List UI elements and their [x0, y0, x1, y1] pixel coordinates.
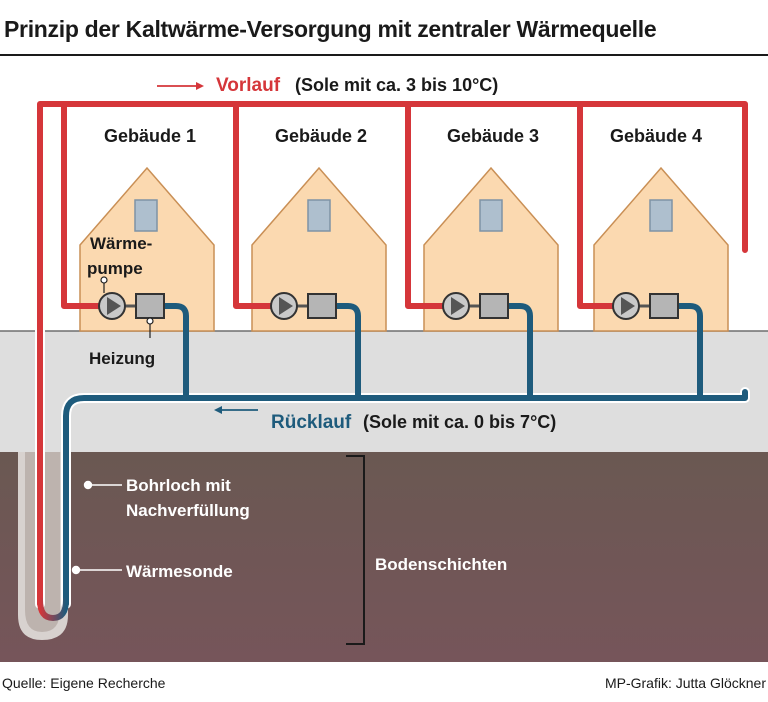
heating-leader: [146, 317, 154, 338]
source-note: Quelle: Eigene Recherche: [2, 675, 166, 691]
borehole-label-2: Nachverfüllung: [126, 501, 250, 520]
return-branch-3: [505, 303, 533, 401]
heat-pump-leader: [100, 276, 108, 293]
probe-leader: [71, 565, 122, 575]
borehole-label-1: Bohrloch mit: [126, 476, 231, 495]
supply-branch-4: [577, 101, 617, 309]
return-label: Rücklauf: [271, 412, 352, 433]
borehole-leader: [83, 480, 122, 490]
return-note: (Sole mit ca. 0 bis 7°C): [363, 412, 556, 432]
building-4-label: Gebäude 4: [610, 126, 702, 146]
heatpump-unit-2: [270, 292, 337, 320]
house-2: [251, 166, 387, 332]
supply-branch-2: [233, 101, 275, 309]
supply-main: [37, 101, 748, 607]
heating-icon: [479, 293, 509, 319]
soil-label: Bodenschichten: [375, 555, 507, 574]
page-title: Prinzip der Kaltwärme-Versorgung mit zen…: [4, 16, 657, 42]
return-branch-4: [675, 303, 703, 401]
building-2-label: Gebäude 2: [275, 126, 367, 146]
return-main: [63, 389, 748, 607]
heating-icon: [649, 293, 679, 319]
probe-bottom: [37, 597, 69, 621]
graphic-credit: MP-Grafik: Jutta Glöckner: [604, 675, 766, 691]
title-divider: [0, 54, 768, 56]
heating-icon: [307, 293, 337, 319]
supply-branch-1: [61, 101, 103, 309]
return-branch-2: [333, 303, 361, 401]
ground-surface: [0, 331, 768, 452]
supply-branch-3: [405, 101, 447, 309]
building-3-label: Gebäude 3: [447, 126, 539, 146]
probe-label: Wärmesonde: [126, 562, 233, 581]
supply-note: (Sole mit ca. 3 bis 10°C): [295, 75, 498, 95]
supply-label: Vorlauf: [216, 75, 281, 96]
return-arrow-icon: [214, 406, 258, 414]
soil-bracket: [346, 455, 365, 645]
house-1: [79, 166, 215, 332]
heatpump-unit-3: [442, 292, 509, 320]
heat-pump-label-1: Wärme-: [90, 234, 152, 253]
heating-label: Heizung: [89, 349, 155, 368]
heatpump-unit-4: [612, 292, 679, 320]
heating-icon: [135, 293, 165, 319]
return-branch-1: [161, 303, 189, 401]
building-1-label: Gebäude 1: [104, 126, 196, 146]
heat-pump-label-2: pumpe: [87, 259, 143, 278]
house-3: [423, 166, 559, 332]
soil-layers: [0, 452, 768, 662]
heatpump-unit-1: [98, 292, 165, 320]
house-4: [593, 166, 729, 332]
supply-arrow-icon: [157, 82, 204, 90]
